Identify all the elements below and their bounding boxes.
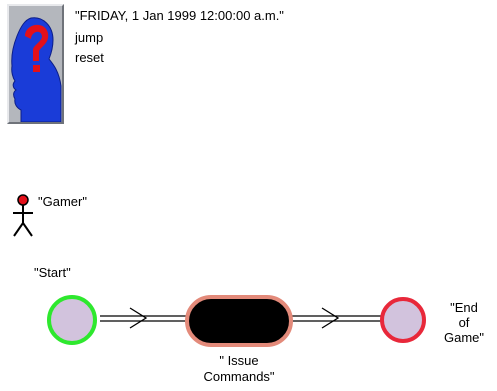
issue-commands-label-line1: " Issue xyxy=(219,353,259,368)
transition-start-to-commands[interactable] xyxy=(100,307,186,329)
jump-command[interactable]: jump xyxy=(75,30,104,45)
stick-figure-icon[interactable] xyxy=(11,194,35,238)
end-state-label-line1: "End xyxy=(450,300,478,315)
transition-arrowhead xyxy=(321,307,340,329)
transition-arrowhead xyxy=(129,307,148,329)
actor-right-leg xyxy=(22,222,33,237)
datetime-label: "FRIDAY, 1 Jan 1999 12:00:00 a.m." xyxy=(75,8,284,23)
issue-commands-label-line2: Commands" xyxy=(203,369,275,384)
end-state-label-line3: Game" xyxy=(443,330,484,345)
transition-commands-to-end[interactable] xyxy=(291,307,381,329)
end-state[interactable] xyxy=(380,297,426,343)
actor-label: "Gamer" xyxy=(38,194,87,209)
issue-commands-activity[interactable] xyxy=(185,295,293,347)
question-mark-dot xyxy=(33,65,40,72)
portrait-frame[interactable] xyxy=(7,4,64,124)
reset-command[interactable]: reset xyxy=(75,50,104,65)
actor-left-leg xyxy=(13,222,24,237)
head-question-mark-icon xyxy=(11,17,62,122)
end-state-label-line2: of xyxy=(458,315,470,330)
start-state-label: "Start" xyxy=(34,265,71,280)
question-mark xyxy=(25,24,49,61)
start-state[interactable] xyxy=(47,295,97,345)
